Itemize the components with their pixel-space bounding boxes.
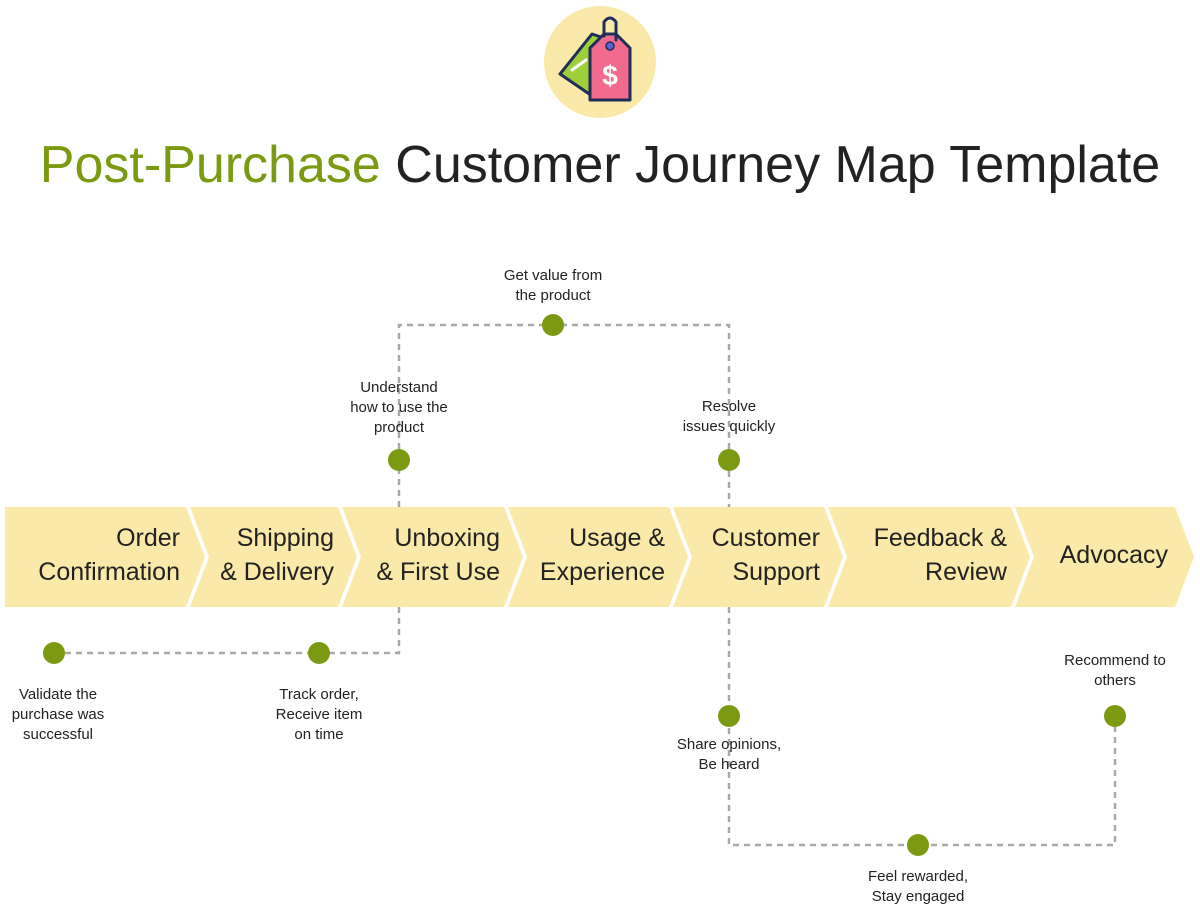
note-line: Resolve	[701, 398, 757, 415]
note-recommend: Recommend to others	[1040, 651, 1190, 691]
stage-label-line: Support	[732, 558, 820, 586]
stage-label-line: Review	[925, 558, 1007, 586]
title-accent: Post-Purchase	[39, 136, 381, 194]
note-validate: Validate the purchase was successful	[0, 685, 116, 745]
stage-customer-support: Customer Support	[712, 521, 820, 589]
stage-advocacy: Advocacy	[1060, 538, 1168, 572]
stage-label-line: Order	[116, 524, 180, 552]
note-line: the product	[515, 287, 591, 304]
connector-lower-right	[727, 607, 1117, 847]
page-title: Post-Purchase Customer Journey Map Templ…	[0, 133, 1200, 197]
stage-feedback-review: Feedback & Review	[874, 521, 1007, 589]
stage-band	[5, 507, 1194, 607]
note-feel: Feel rewarded, Stay engaged	[818, 867, 1018, 907]
stage-unboxing-first-use: Unboxing & First Use	[376, 521, 500, 589]
dot-resolve	[718, 449, 740, 471]
title-rest: Customer Journey Map Template	[395, 136, 1161, 194]
stage-shape-unboxing	[342, 507, 523, 607]
dot-get-value	[542, 314, 564, 336]
stage-label-line: Experience	[539, 558, 665, 586]
dollar-glyph: $	[602, 60, 618, 91]
stage-shape-customer-support	[673, 507, 843, 607]
dot-understand	[388, 449, 410, 471]
note-line: others	[1094, 672, 1136, 689]
note-line: Feel rewarded,	[867, 868, 969, 885]
dot-track	[308, 642, 330, 664]
note-get-value: Get value from the product	[453, 266, 653, 306]
note-track: Track order, Receive item on time	[219, 685, 419, 745]
dot-share	[718, 705, 740, 727]
note-line: issues quickly	[682, 418, 776, 435]
note-line: Stay engaged	[871, 888, 965, 905]
logo: $	[544, 6, 656, 118]
stage-label-line: Feedback &	[873, 524, 1007, 552]
note-line: Be heard	[698, 756, 760, 773]
dot-validate	[43, 642, 65, 664]
stage-label-line: Advocacy	[1059, 541, 1168, 569]
note-share: Share opinions, Be heard	[629, 735, 829, 775]
stage-label-line: & Delivery	[220, 558, 334, 586]
dot-recommend	[1104, 705, 1126, 727]
note-line: Track order,	[279, 686, 359, 703]
note-resolve: Resolve issues quickly	[629, 397, 829, 437]
stage-shipping-delivery: Shipping & Delivery	[220, 521, 334, 589]
note-line: purchase was	[11, 706, 105, 723]
stage-order-confirmation: Order Confirmation	[38, 521, 180, 589]
milestone-dots	[43, 314, 1126, 856]
note-understand: Understand how to use the product	[299, 378, 499, 438]
note-line: Validate the	[18, 686, 98, 703]
stage-shape-advocacy	[1015, 507, 1194, 607]
note-line: successful	[22, 726, 94, 743]
stage-label-line: Unboxing	[394, 524, 500, 552]
stage-label-line: & First Use	[376, 558, 500, 586]
note-line: how to use the	[350, 399, 448, 416]
stage-usage-experience: Usage & Experience	[540, 521, 665, 589]
note-line: Share opinions,	[676, 736, 782, 753]
price-tag-dollar-icon: $	[558, 16, 632, 102]
note-line: product	[373, 419, 425, 436]
stage-shape-order-confirmation	[5, 507, 205, 607]
stage-label-line: Customer	[711, 524, 820, 552]
stage-label-line: Confirmation	[38, 558, 180, 586]
note-line: Receive item	[275, 706, 363, 723]
note-line: Recommend to	[1064, 652, 1166, 669]
dot-feel	[907, 834, 929, 856]
connector-lower-left	[54, 607, 401, 655]
note-line: Understand	[360, 379, 438, 396]
note-line: on time	[294, 726, 344, 743]
stage-shape-shipping-delivery	[190, 507, 357, 607]
stage-shape-feedback	[828, 507, 1030, 607]
stage-label-line: Shipping	[236, 524, 334, 552]
stage-shape-usage	[508, 507, 688, 607]
note-line: Get value from	[503, 267, 603, 284]
stage-label-line: Usage &	[569, 524, 665, 552]
